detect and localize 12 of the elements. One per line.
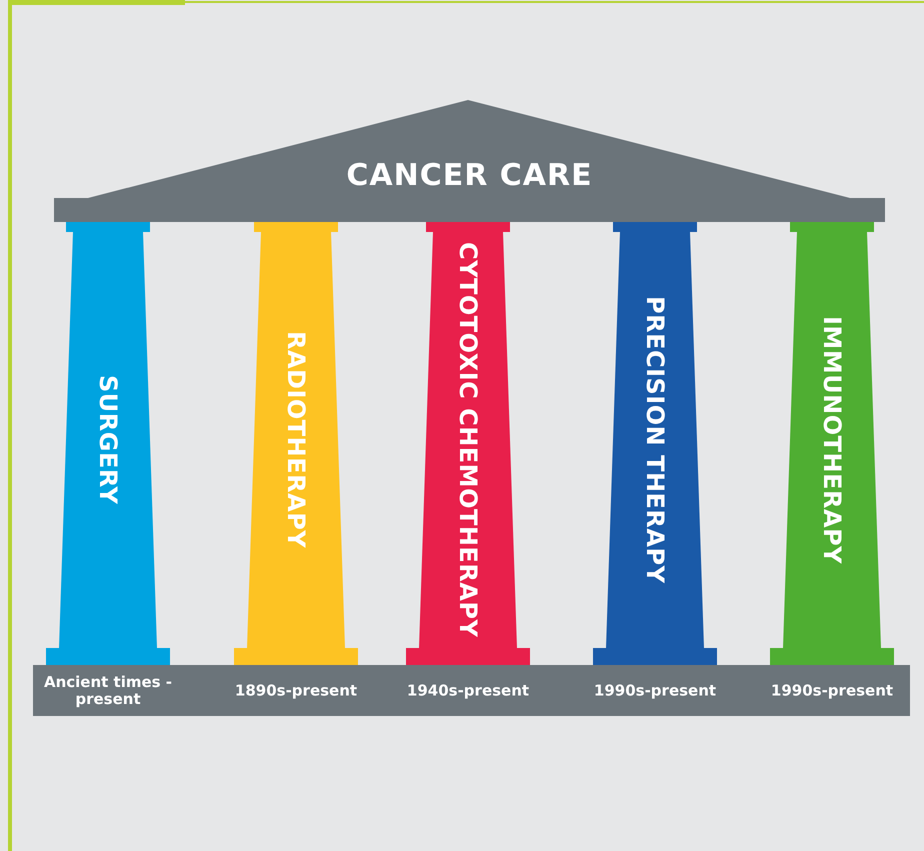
- pillar-label: IMMUNOTHERAPY: [818, 316, 846, 564]
- pillar-label: SURGERY: [94, 375, 122, 505]
- period-label: Ancient times -present: [42, 674, 174, 708]
- roof-title: CANCER CARE: [345, 158, 594, 193]
- period-label: 1990s-present: [592, 682, 718, 699]
- pillar-label: PRECISION THERAPY: [641, 296, 669, 584]
- period-label: 1990s-present: [770, 682, 894, 699]
- period-label: 1890s-present: [234, 682, 358, 699]
- pillar-label: RADIOTHERAPY: [282, 331, 310, 549]
- pillar-label: CYTOTOXIC CHEMOTHERAPY: [454, 242, 482, 638]
- temple-base: [33, 665, 910, 716]
- period-label: 1940s-present: [406, 682, 530, 699]
